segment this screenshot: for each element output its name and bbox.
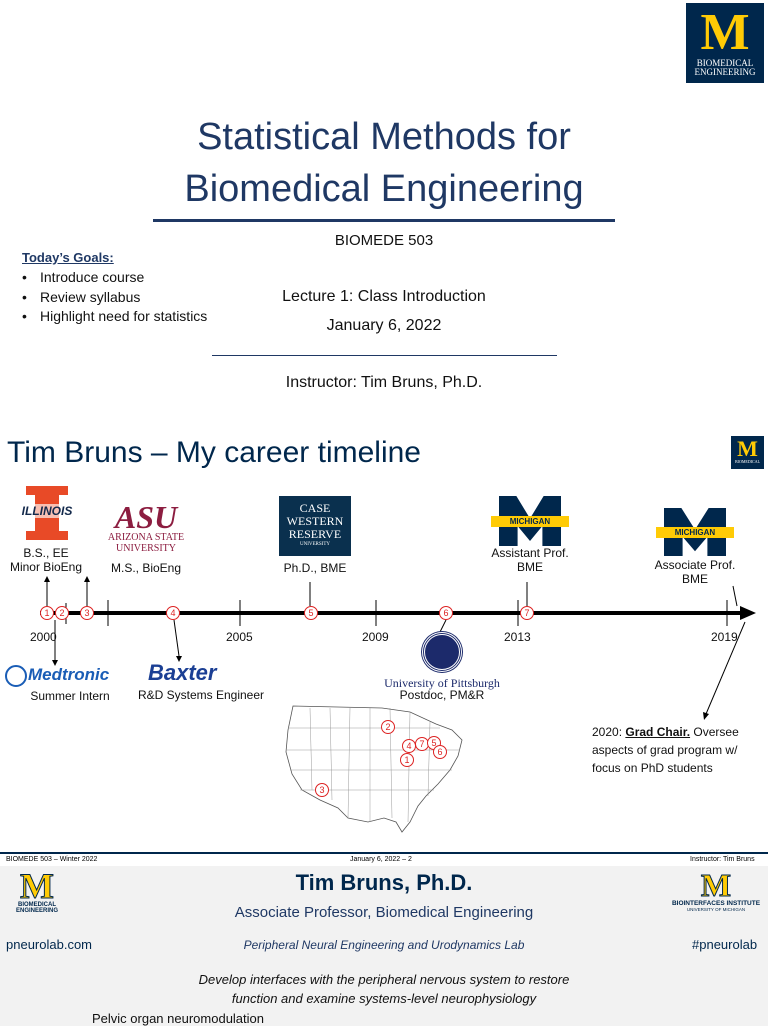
timeline-title: Tim Bruns – My career timeline: [7, 436, 421, 469]
map-marker-3: 3: [315, 783, 329, 797]
goals-heading: Today’s Goals:: [22, 250, 114, 265]
michigan-logo-associate: MICHIGAN: [656, 508, 734, 556]
goal-item: Review syllabus: [22, 288, 207, 308]
phd-label: Ph.D., BME: [283, 561, 347, 575]
hashtag: #pneurolab: [692, 937, 758, 952]
case-western-logo: Case Western Reserve UNIVERSITY: [279, 496, 351, 556]
year-2005: 2005: [226, 630, 253, 644]
bs-label: B.S., EE Minor BioEng: [9, 546, 83, 574]
year-2013: 2013: [504, 630, 531, 644]
map-marker-1: 1: [400, 753, 414, 767]
pitt-name: University of Pittsburgh: [384, 676, 500, 690]
footer-right: Instructor: Tim Bruns: [690, 856, 755, 863]
year-2000: 2000: [30, 630, 57, 644]
footer-center: January 6, 2022 – 2: [350, 856, 412, 863]
ms-label: M.S., BioEng: [110, 561, 182, 575]
instructor: Instructor: Tim Bruns, Ph.D.: [285, 374, 483, 391]
goals-list: Introduce course Review syllabus Highlig…: [22, 268, 207, 327]
slide-title-line2: Biomedical Engineering: [184, 168, 584, 210]
marker-1: 1: [40, 606, 54, 620]
associate-label: Associate Prof. BME: [654, 558, 736, 586]
medtronic-emblem-icon: [5, 665, 27, 687]
michigan-bme-logo-small: M BIOMEDICAL: [731, 436, 764, 469]
divider: [212, 355, 557, 356]
profile-position: Associate Professor, Biomedical Engineer…: [234, 904, 534, 921]
lecture-date: January 6, 2022: [326, 317, 442, 334]
logo-m: M: [700, 4, 750, 61]
profile-name: Tim Bruns, Ph.D.: [295, 870, 473, 895]
course-code: BIOMEDE 503: [334, 232, 434, 249]
baxter-logo: Baxter: [148, 660, 217, 685]
topic-item: Pelvic organ neuromodulation: [92, 1011, 264, 1026]
michigan-logo-assistant: MICHIGAN: [491, 496, 569, 546]
slide-title-line1: Statistical Methods for: [197, 116, 571, 158]
year-2019: 2019: [711, 630, 738, 644]
map-marker-7: 7: [415, 737, 429, 751]
footer-left: BIOMEDE 503 – Winter 2022: [6, 856, 98, 863]
map-marker-2: 2: [381, 720, 395, 734]
illinois-logo: ILLINOIS: [18, 486, 76, 540]
marker-3: 3: [80, 606, 94, 620]
marker-7: 7: [520, 606, 534, 620]
intern-label: Summer Intern: [30, 689, 110, 703]
map-marker-4: 4: [402, 739, 416, 753]
pitt-seal-icon: [422, 632, 462, 672]
mission-line2: function and examine systems-level neuro…: [231, 991, 537, 1006]
rd-label: R&D Systems Engineer: [137, 688, 265, 702]
postdoc-label: Postdoc, PM&R: [399, 688, 485, 702]
title-underline: [153, 219, 615, 222]
year-2009: 2009: [362, 630, 389, 644]
asu-logo: ASU Arizona State University: [107, 499, 185, 554]
website-link[interactable]: pneurolab.com: [6, 937, 92, 952]
marker-2: 2: [55, 606, 69, 620]
assistant-label: Assistant Prof. BME: [491, 546, 569, 574]
goal-item: Highlight need for statistics: [22, 307, 207, 327]
lecture-title: Lecture 1: Class Introduction: [282, 288, 486, 305]
goal-item: Introduce course: [22, 268, 207, 288]
bme-logo-left: M BIOMEDICAL ENGINEERING: [15, 866, 58, 915]
medtronic-logo: Medtronic: [5, 664, 133, 688]
slide-divider: [0, 852, 768, 854]
slide3-background: [0, 866, 768, 1026]
marker-5: 5: [304, 606, 318, 620]
map-marker-6: 6: [433, 745, 447, 759]
lab-name: Peripheral Neural Engineering and Urodyn…: [243, 938, 525, 952]
grad-chair-note: 2020: Grad Chair. Oversee aspects of gra…: [592, 725, 739, 775]
mission-line1: Develop interfaces with the peripheral n…: [198, 972, 570, 987]
marker-4: 4: [166, 606, 180, 620]
michigan-bme-logo: M BIOMEDICAL ENGINEERING: [686, 3, 764, 83]
marker-6: 6: [439, 606, 453, 620]
biointerfaces-logo: M BIOINTERFACES INSTITUTE UNIVERSITY OF …: [671, 867, 761, 913]
